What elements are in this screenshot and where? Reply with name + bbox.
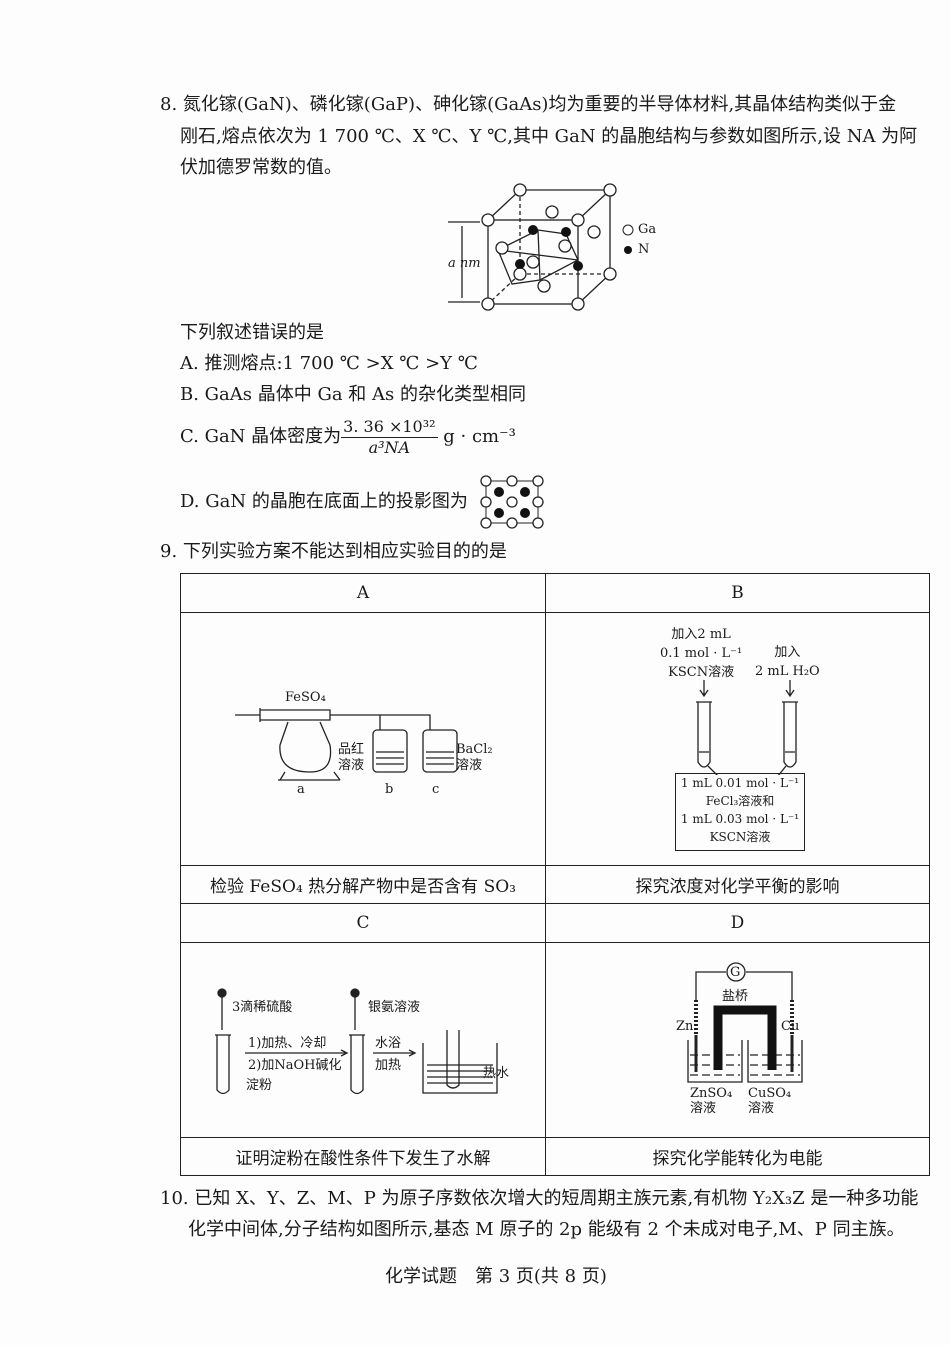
d-meter: G	[730, 965, 741, 980]
cell-d-label: D	[545, 903, 930, 943]
d-cu: Cu	[781, 1019, 800, 1034]
fraction-denominator: a³NA	[368, 437, 411, 457]
q10-line2: 化学中间体,分子结构如图所示,基态 M 原子的 2p 能级有 2 个未成对电子,…	[188, 1219, 905, 1240]
crystal-cell-figure	[448, 183, 634, 311]
tag-a: a	[297, 782, 305, 797]
bottle-c-line2: 溶液	[456, 758, 483, 773]
q9-stem: 9. 下列实验方案不能达到相应实验目的的是	[160, 541, 507, 562]
b-box1: 1 mL 0.01 mol · L⁻¹	[680, 776, 800, 790]
b-box4: KSCN溶液	[709, 830, 771, 844]
b-box2: FeCl₃溶液和	[705, 794, 775, 808]
d-left1: ZnSO₄	[690, 1086, 733, 1101]
c-starch: 淀粉	[246, 1078, 273, 1093]
b-left2: 0.1 mol · L⁻¹	[660, 646, 743, 661]
cell-c-label: C	[180, 903, 546, 943]
cell-a-caption: 检验 FeSO₄ 热分解产物中是否含有 SO₃	[180, 865, 546, 904]
b-box3: 1 mL 0.03 mol · L⁻¹	[680, 812, 800, 826]
b-solution-box: 1 mL 0.01 mol · L⁻¹ FeCl₃溶液和 1 mL 0.03 mol…	[675, 773, 805, 851]
apparatus-a	[235, 708, 458, 781]
c-bath1: 水浴	[375, 1036, 402, 1051]
c-step1: 1)加热、冷却	[248, 1036, 327, 1051]
page-footer: 化学试题 第 3 页(共 8 页)	[385, 1266, 607, 1287]
q8-option-d: D. GaN 的晶胞在底面上的投影图为	[180, 491, 468, 512]
c-hot-water: 热水	[483, 1066, 510, 1081]
q8-line3: 伏加德罗常数的值。	[180, 157, 342, 178]
cell-b-label: B	[545, 573, 930, 613]
q8-stem: 下列叙述错误的是	[180, 322, 324, 343]
cell-edge-label: a nm	[448, 256, 481, 271]
legend-ga: Ga	[638, 222, 657, 237]
tag-c: c	[432, 782, 440, 797]
option-c-unit: g · cm⁻³	[443, 426, 516, 447]
legend-n: N	[638, 242, 650, 257]
cell-b-caption: 探究浓度对化学平衡的影响	[545, 865, 930, 904]
tag-b: b	[385, 782, 394, 797]
c-acid: 3滴稀硫酸	[232, 1000, 293, 1015]
bottle-c-line1: BaCl₂	[456, 742, 493, 757]
d-zn: Zn	[676, 1019, 694, 1034]
option-c-prefix: C. GaN 晶体密度为	[180, 426, 342, 447]
galvanic-cell-d	[687, 962, 803, 1083]
cell-a-label: A	[180, 573, 546, 613]
apparatus-c	[215, 988, 498, 1095]
d-left2: 溶液	[690, 1101, 717, 1116]
c-step2: 2)加NaOH碱化	[248, 1058, 342, 1073]
projection-figure	[480, 475, 544, 529]
b-right2: 2 mL H₂O	[755, 664, 820, 679]
bottle-b-line1: 品红	[338, 742, 365, 757]
q8-option-b: B. GaAs 晶体中 Ga 和 As 的杂化类型相同	[180, 384, 526, 405]
c-silver: 银氨溶液	[368, 1000, 421, 1015]
q8-line1: 8. 氮化镓(GaN)、磷化镓(GaP)、砷化镓(GaAs)均为重要的半导体材料…	[160, 94, 897, 115]
d-bridge: 盐桥	[722, 989, 749, 1004]
c-bath2: 加热	[375, 1058, 402, 1073]
reagent-feso4: FeSO₄	[285, 690, 326, 705]
test-tubes-b	[696, 680, 798, 775]
q8-option-a: A. 推测熔点:1 700 ℃ >X ℃ >Y ℃	[180, 353, 478, 374]
q8-line2: 刚石,熔点依次为 1 700 ℃、X ℃、Y ℃,其中 GaN 的晶胞结构与参数…	[180, 126, 918, 147]
b-left3: KSCN溶液	[668, 665, 735, 680]
q10-line1: 10. 已知 X、Y、Z、M、P 为原子序数依次增大的短周期主族元素,有机物 Y…	[160, 1188, 919, 1209]
cell-d-caption: 探究化学能转化为电能	[545, 1137, 930, 1176]
b-left-label: 加入2 mL 0.1 mol · L⁻¹ KSCN溶液	[660, 625, 742, 682]
b-right1: 加入	[774, 645, 801, 660]
b-left1: 加入2 mL	[671, 627, 731, 642]
bottle-b-line2: 溶液	[338, 758, 365, 773]
fraction-numerator: 3. 36 ×10³²	[341, 416, 438, 438]
d-right1: CuSO₄	[748, 1086, 792, 1101]
d-right2: 溶液	[748, 1101, 775, 1116]
bottle-b-label: 品红溶液	[338, 742, 364, 774]
cell-c-caption: 证明淀粉在酸性条件下发生了水解	[180, 1137, 546, 1176]
b-right-label: 加入 2 mL H₂O	[755, 643, 820, 681]
